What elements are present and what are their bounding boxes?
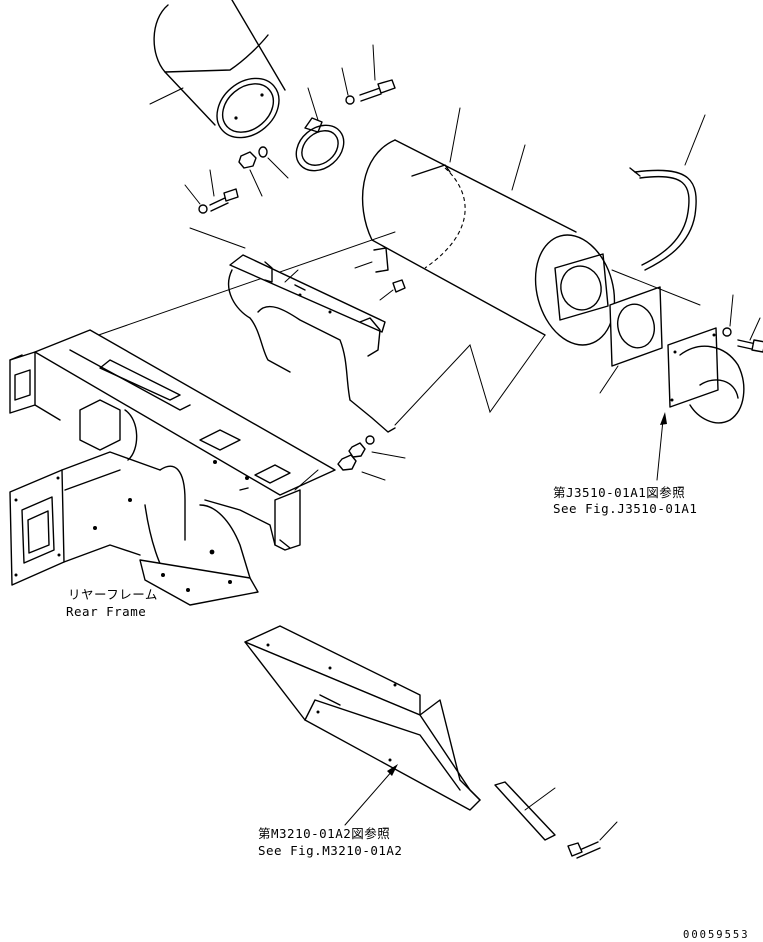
ref-label-m3210-jp: 第M3210-01A2図参照 [258,826,390,841]
elbow-pipe [667,294,763,424]
ref-arrow-j3510 [656,412,667,481]
muffler [354,107,616,346]
rear-frame [9,329,336,606]
bolt-left [184,169,239,214]
leader-lines [89,227,701,426]
tail-pipe [149,0,286,139]
rear-frame-label-en: Rear Frame [66,604,146,619]
bolt-top [341,44,396,105]
guard-cover [244,625,618,859]
ref-label-j3510-en: See Fig.J3510-01A1 [553,501,697,516]
nut-washer-upper [238,146,289,197]
ref-label-m3210-en: See Fig.M3210-01A2 [258,843,402,858]
document-number: 00059553 [683,929,750,941]
mount-bracket [227,254,396,433]
gasket [599,286,663,394]
nut-washer-middle [337,435,406,481]
muffler-strap [629,114,706,271]
ref-arrow-m3210 [344,764,398,826]
pipe-clamp [295,87,345,172]
rear-frame-label-jp: リヤーフレーム [68,587,158,602]
ref-label-j3510-jp: 第J3510-01A1図参照 [553,485,685,500]
